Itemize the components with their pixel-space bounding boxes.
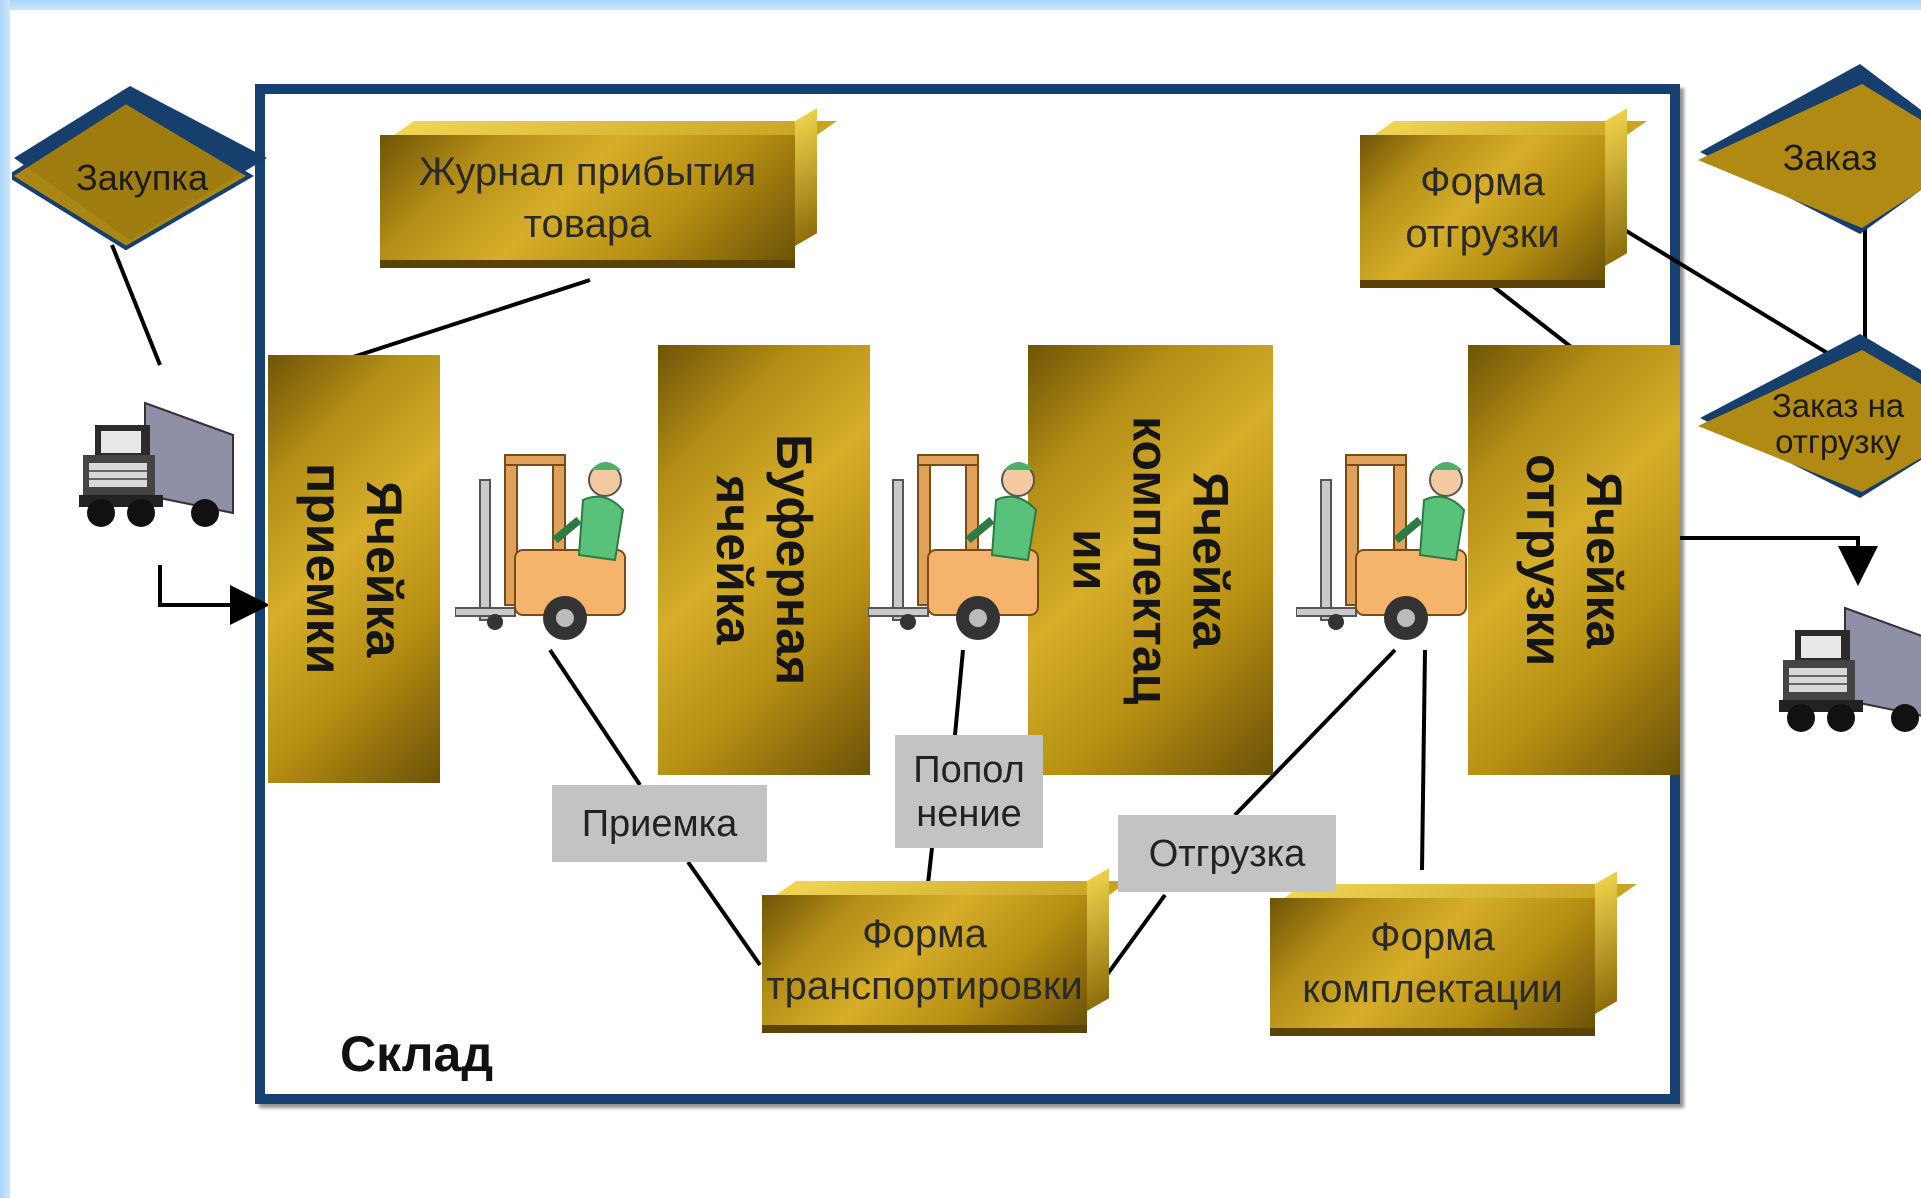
picking-form-box: Форма комплектации <box>1270 898 1595 1028</box>
forklift-icon <box>454 440 645 650</box>
line-priemka-transport <box>686 860 762 967</box>
order-diamond-shape <box>1698 64 1921 234</box>
forklift-icon <box>1295 440 1486 650</box>
line-forklift3-otgruzka <box>1233 648 1397 817</box>
line-journal-to-receiving <box>349 278 591 360</box>
line-shipping-form-to-cell <box>1483 278 1577 352</box>
transport-form-box: Форма транспортировки <box>762 895 1087 1025</box>
arrival-journal-label: Журнал прибытия товара <box>418 149 757 246</box>
order-label: Заказ <box>1782 137 1878 178</box>
line-forklift3-picking-form <box>1420 649 1427 871</box>
shipping-form-label: Форма отгрузки <box>1405 159 1560 256</box>
buffer-cell-label: Буферная ячейка <box>706 434 822 686</box>
truck-icon <box>75 395 235 535</box>
forklift-icon <box>867 440 1058 650</box>
warehouse-title: Склад <box>340 1026 494 1082</box>
picking-form-label: Форма комплектации <box>1302 915 1563 1011</box>
shipping-cell: Ячейка отгрузки <box>1468 345 1680 775</box>
shipping-order-label: Заказ на отгрузку <box>1771 386 1905 460</box>
line-purchase-truck <box>110 244 162 366</box>
receiving-operation-label: Приемка <box>581 802 738 845</box>
transport-form-label: Форма транспортировки <box>766 912 1083 1008</box>
order-diamond: Заказ <box>1690 60 1921 240</box>
arrow-truck-to-receiving <box>158 565 270 625</box>
arrow-cell-to-truck <box>1665 536 1878 586</box>
purchase-diamond-shape <box>6 86 267 251</box>
page-frame-left <box>0 0 10 1198</box>
page-frame-top <box>0 0 1921 10</box>
shipping-cell-label: Ячейка отгрузки <box>1516 453 1632 667</box>
purchase-label: Закупка <box>76 156 208 198</box>
purchase-diamond: Закупка <box>6 80 272 255</box>
receiving-cell-label: Ячейка приемки <box>296 463 412 675</box>
shipping-operation-label: Отгрузка <box>1148 832 1306 875</box>
receiving-cell: Ячейка приемки <box>268 355 440 783</box>
buffer-cell: Буферная ячейка <box>658 345 870 775</box>
shipping-operation-tag: Отгрузка <box>1118 815 1336 892</box>
picking-cell: Ячейка комплектац ии <box>1028 345 1273 775</box>
shipping-order-diamond: Заказ на отгрузку <box>1690 330 1921 505</box>
truck-icon <box>1775 600 1921 740</box>
line-forklift1-priemka <box>548 648 642 787</box>
receiving-operation-tag: Приемка <box>552 785 767 862</box>
arrival-journal-box: Журнал прибытия товара <box>380 135 795 260</box>
replenishment-operation-label: Попол нение <box>913 748 1025 835</box>
picking-cell-label: Ячейка комплектац ии <box>1062 415 1239 705</box>
line-forklift2-popolnenie <box>953 649 965 736</box>
replenishment-operation-tag: Попол нение <box>895 735 1043 848</box>
shipping-form-box: Форма отгрузки <box>1360 135 1605 280</box>
shipping-order-diamond-shape <box>1698 334 1921 498</box>
